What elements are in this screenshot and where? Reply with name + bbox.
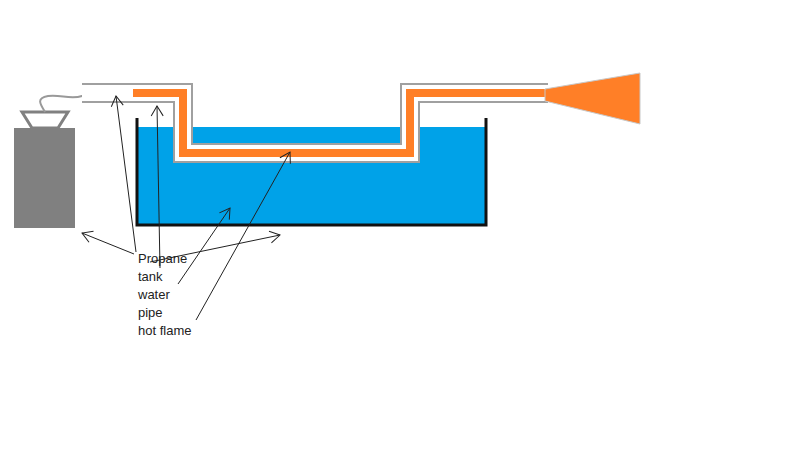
tank-regulator — [22, 112, 68, 128]
pipe-wall — [82, 93, 548, 153]
flame-in-pipe — [133, 93, 548, 153]
leader-arrow — [116, 96, 136, 252]
leader-arrow — [196, 152, 290, 320]
leader-arrow — [82, 233, 134, 254]
callout-label: hot flame — [138, 322, 238, 340]
pipe-bore — [82, 93, 548, 153]
leader-lines — [82, 96, 290, 320]
callout-label: water — [138, 286, 218, 304]
leader-arrow — [157, 106, 160, 268]
flame-cone — [545, 73, 640, 124]
propane-tank — [14, 128, 75, 228]
callout-label: Propane tank — [138, 250, 196, 286]
callout-label: pipe — [138, 304, 218, 322]
